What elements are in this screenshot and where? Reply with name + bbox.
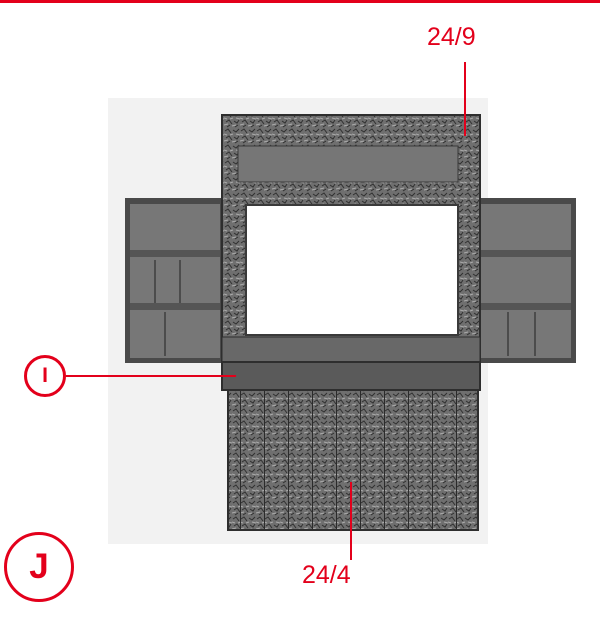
left-shelf-door bbox=[125, 198, 225, 363]
part-number-top: 24/9 bbox=[427, 23, 476, 51]
right-shelf-door bbox=[476, 198, 576, 363]
top-rule bbox=[0, 0, 600, 3]
part-number-bottom: 24/4 bbox=[302, 561, 351, 589]
front-panel bbox=[227, 389, 479, 531]
part-label-circle: I bbox=[24, 355, 66, 397]
step-label-circle: J bbox=[4, 532, 74, 602]
cabinet-frame bbox=[221, 114, 481, 374]
counter-ledge bbox=[221, 361, 481, 391]
